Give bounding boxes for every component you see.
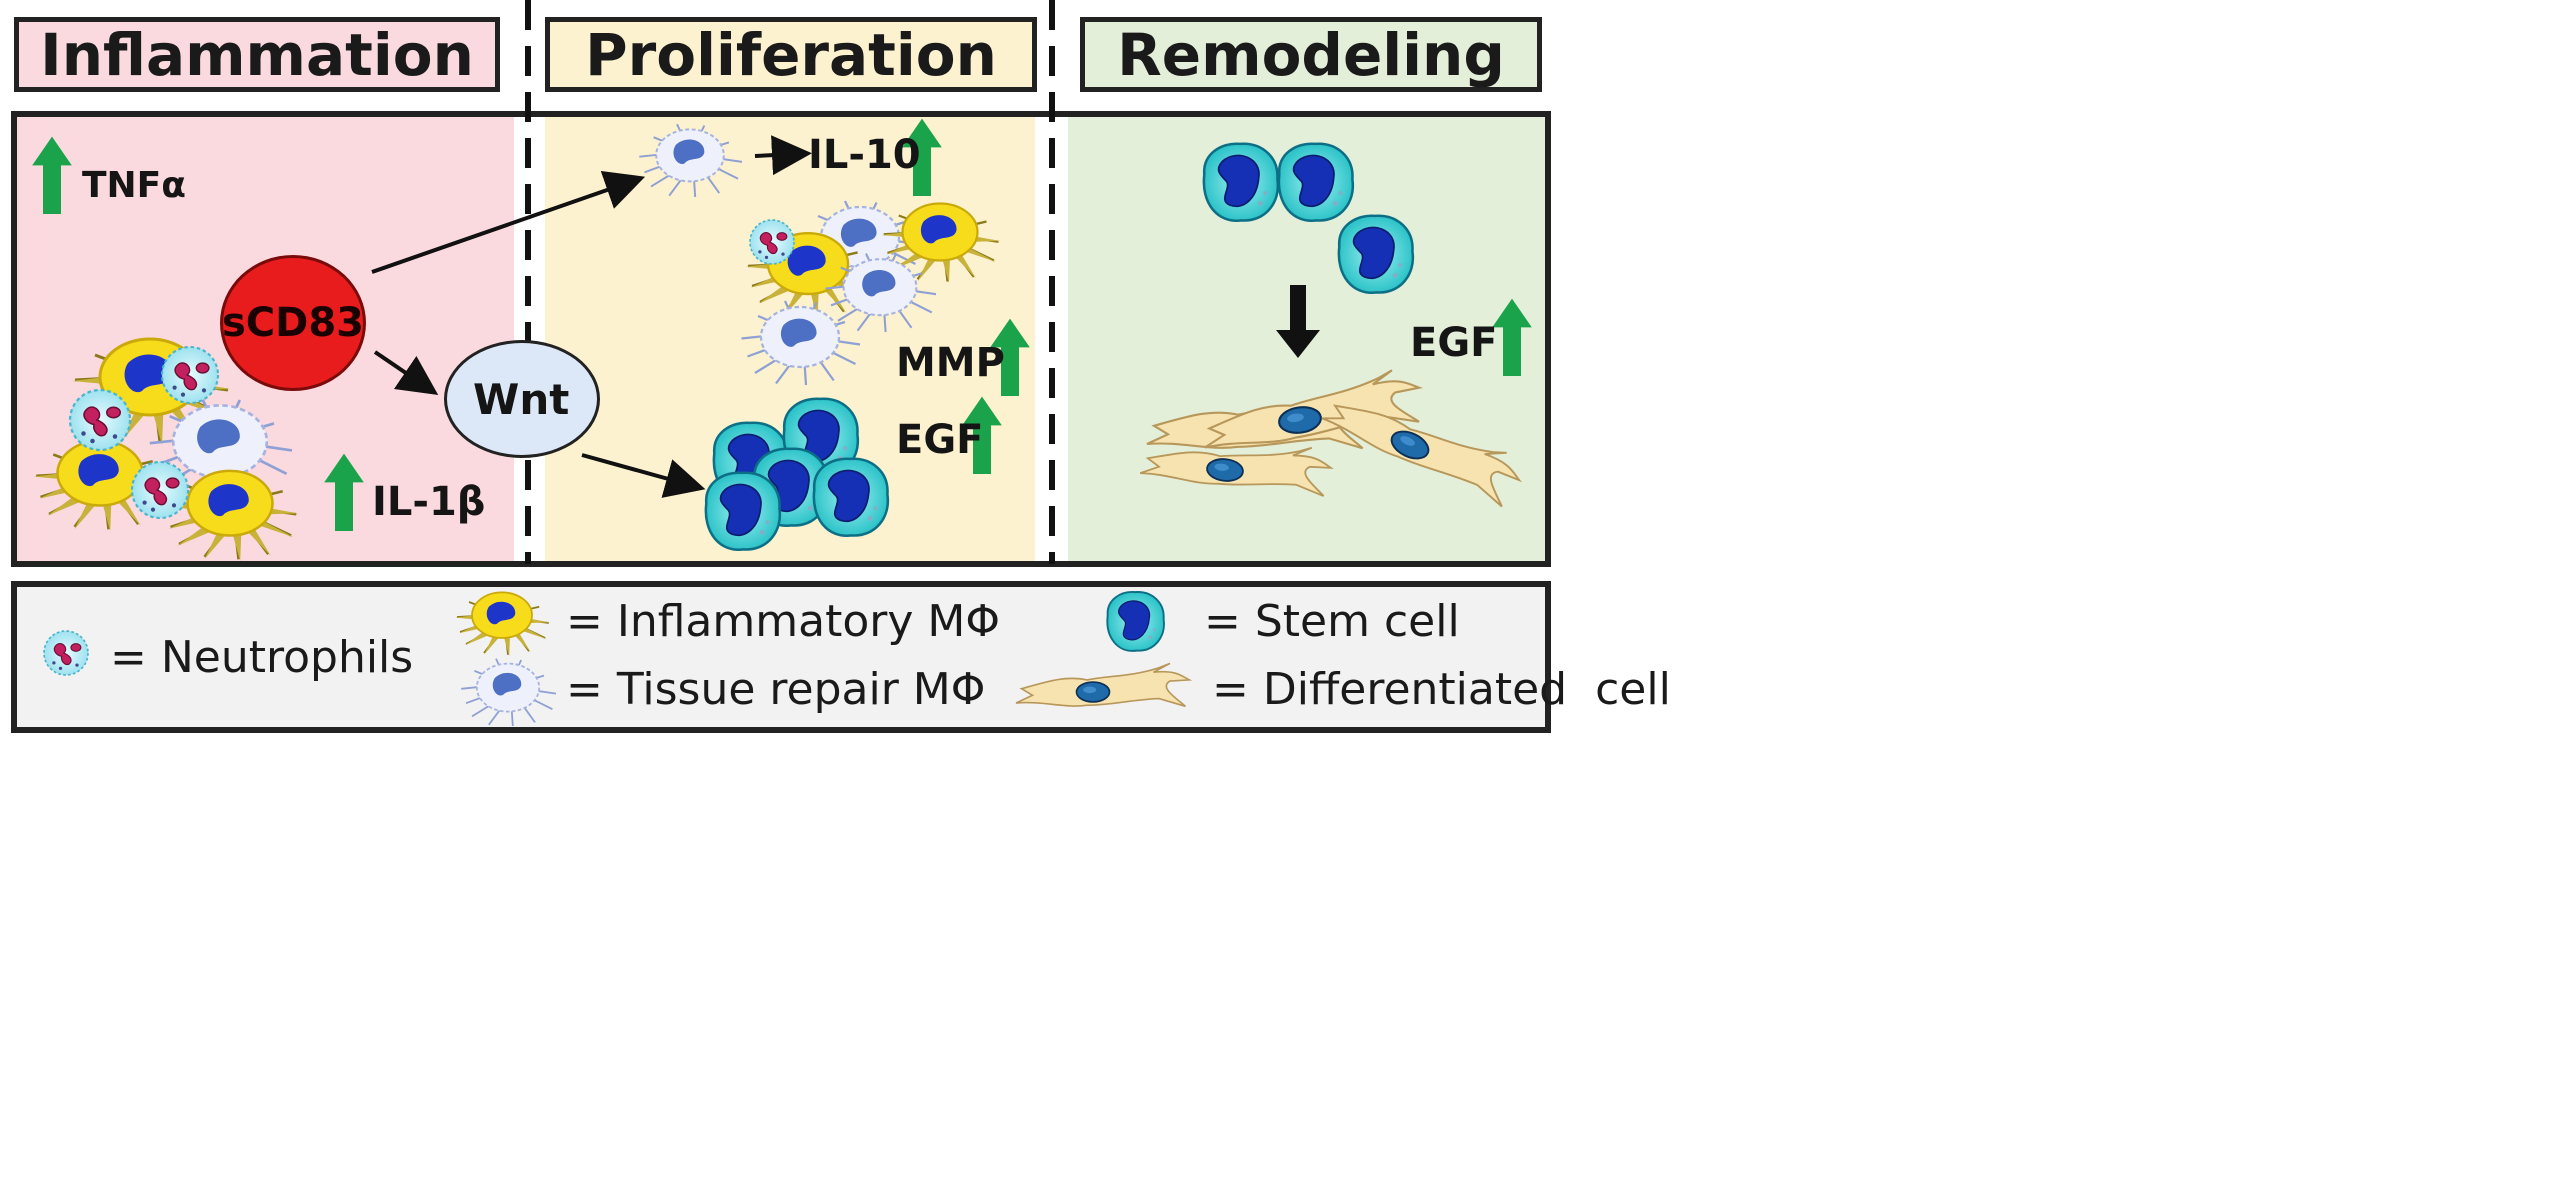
wnt-oval: Wnt [444,340,600,458]
mmp-label: MMP [896,340,1005,386]
legend-neutrophils: = Neutrophils [110,632,414,683]
tnf-label: TNFα [82,165,187,206]
arrow-scd83-to-mac [371,171,646,274]
arrow-mac-to-il10 [754,135,812,176]
arrow-wnt-to-stem [581,453,706,498]
il10-label: IL-10 [808,132,921,178]
legend-panel [11,581,1551,733]
header-proliferation: Proliferation [545,17,1037,92]
legend-inflammatory-mphi: = Inflammatory MΦ [566,596,1000,647]
arrow-stem-to-differentiated [1276,285,1320,358]
il1b-label: IL-1β [372,479,486,525]
egf-proliferation-label: EGF [896,417,984,463]
legend-tissue-repair-mphi: = Tissue repair MΦ [566,664,986,715]
header-inflammation: Inflammation [14,17,500,92]
legend-neutrophil-icon [43,630,89,676]
scd83-oval: sCD83 [220,255,366,391]
legend-stem-icon [1106,591,1165,652]
legend-differentiated-cell: = Differentiated cell [1212,664,1671,715]
arrow-scd83-to-wnt [373,350,439,395]
main-frame [11,111,1551,567]
egf-remodeling-label: EGF [1410,320,1498,366]
legend-stem-cell: = Stem cell [1204,596,1460,647]
wnt-label: Wnt [473,374,570,424]
header-remodeling: Remodeling [1080,17,1542,92]
scd83-label: sCD83 [221,300,365,346]
